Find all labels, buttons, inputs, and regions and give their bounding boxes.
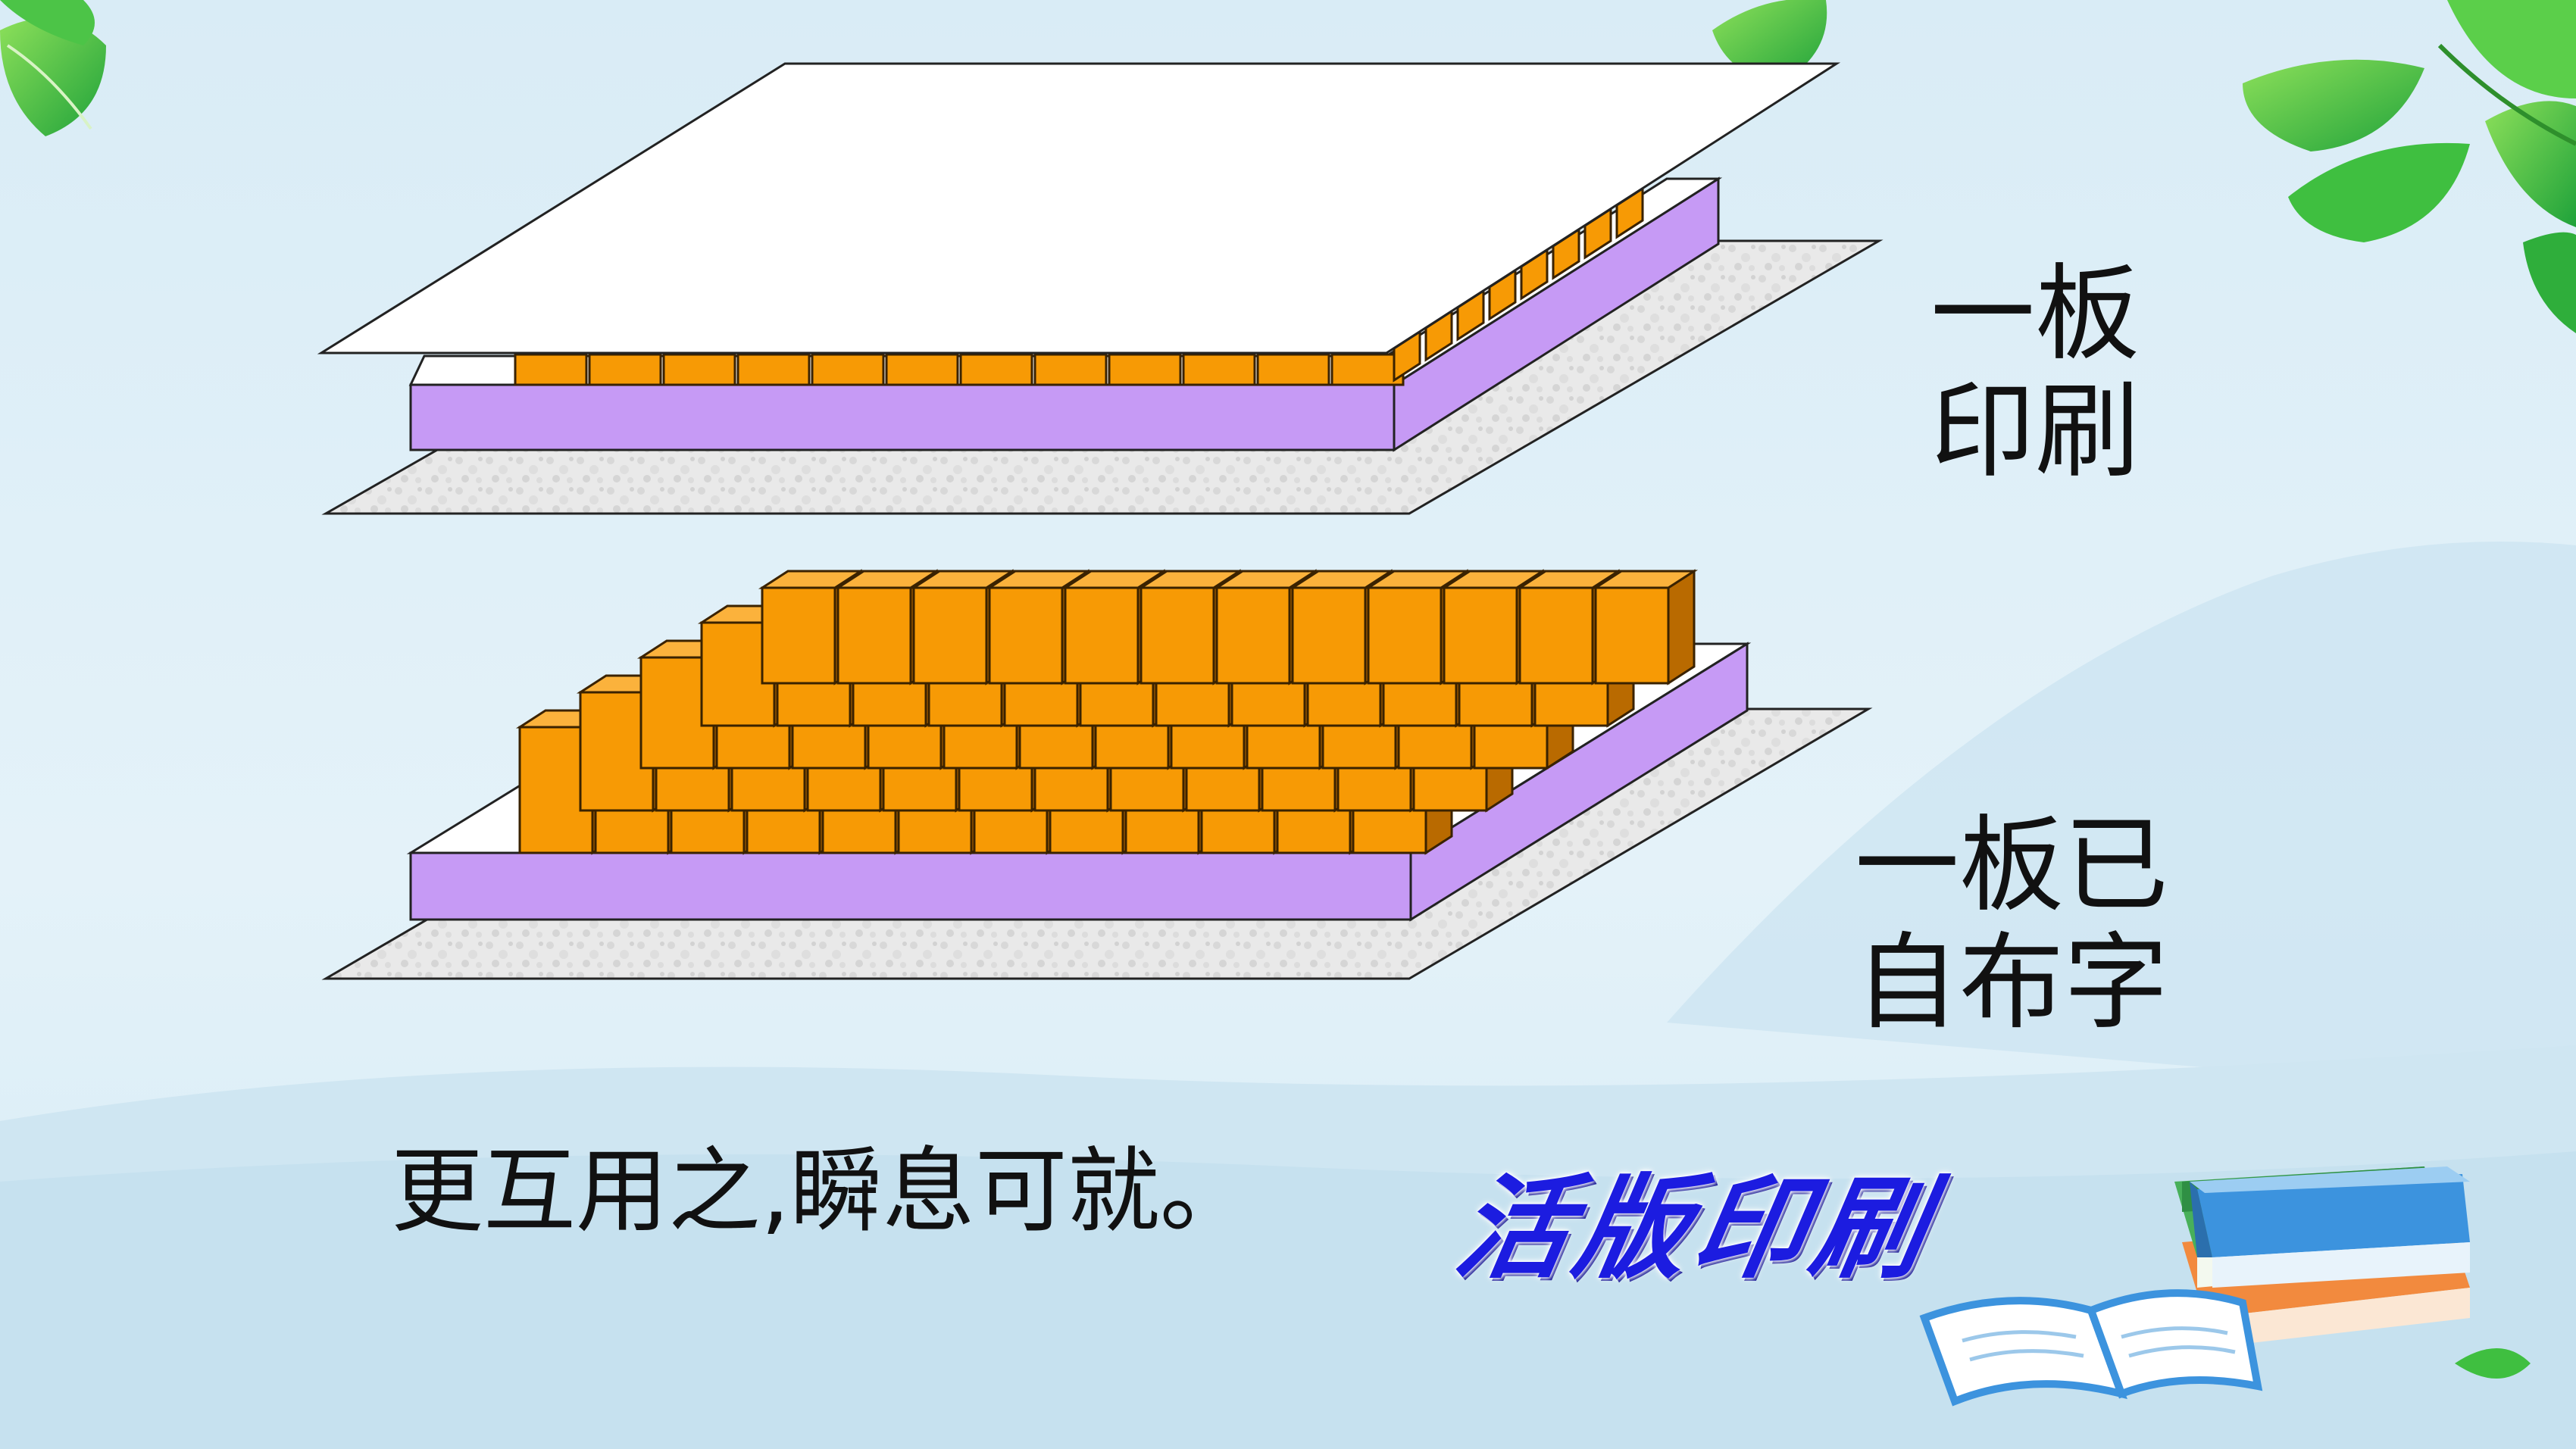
type-block bbox=[514, 353, 588, 386]
tray-front bbox=[409, 851, 1412, 921]
type-block bbox=[959, 353, 1033, 386]
label-line: 印刷 bbox=[1930, 370, 2140, 492]
type-block bbox=[1594, 586, 1670, 685]
slide-title: 活版印刷 bbox=[1446, 1163, 1943, 1294]
type-block bbox=[1064, 586, 1140, 685]
type-block bbox=[736, 353, 811, 386]
type-block bbox=[885, 353, 959, 386]
books-icon bbox=[2174, 1166, 2470, 1348]
type-block bbox=[1182, 353, 1256, 386]
type-block bbox=[761, 586, 836, 685]
type-block bbox=[1256, 353, 1330, 386]
type-block bbox=[811, 353, 885, 386]
mountain-silhouette bbox=[1667, 542, 2576, 1098]
label-line: 自布字 bbox=[1855, 921, 2169, 1044]
type-block bbox=[912, 586, 988, 685]
type-block bbox=[1215, 586, 1291, 685]
top-printing-illustration bbox=[317, 62, 1884, 515]
caption-text: 更互用之,瞬息可就。 bbox=[391, 1138, 1252, 1245]
tray-front bbox=[409, 383, 1396, 451]
label-line: 一板已 bbox=[1855, 804, 2169, 926]
type-block bbox=[662, 353, 736, 386]
open-book-icon bbox=[1919, 1289, 2531, 1407]
type-block bbox=[1330, 353, 1405, 386]
bottom-type-illustration bbox=[321, 569, 1873, 980]
type-block bbox=[836, 586, 912, 685]
type-block bbox=[588, 353, 662, 386]
label-one-board-arranged: 一板已 自布字 bbox=[1855, 807, 2168, 1041]
label-one-board-printing: 一板 印刷 bbox=[1930, 253, 2140, 492]
tray-side bbox=[1409, 642, 1749, 922]
type-block bbox=[1140, 586, 1215, 685]
type-block bbox=[988, 586, 1064, 685]
type-block bbox=[1367, 586, 1443, 685]
type-block bbox=[1518, 586, 1594, 685]
label-line: 一板 bbox=[1930, 253, 2140, 375]
type-block bbox=[1443, 586, 1518, 685]
paper-sheet bbox=[317, 62, 1841, 354]
type-block bbox=[1033, 353, 1108, 386]
type-block bbox=[1108, 353, 1182, 386]
leaf-icon bbox=[0, 0, 106, 136]
type-block bbox=[1291, 586, 1367, 685]
